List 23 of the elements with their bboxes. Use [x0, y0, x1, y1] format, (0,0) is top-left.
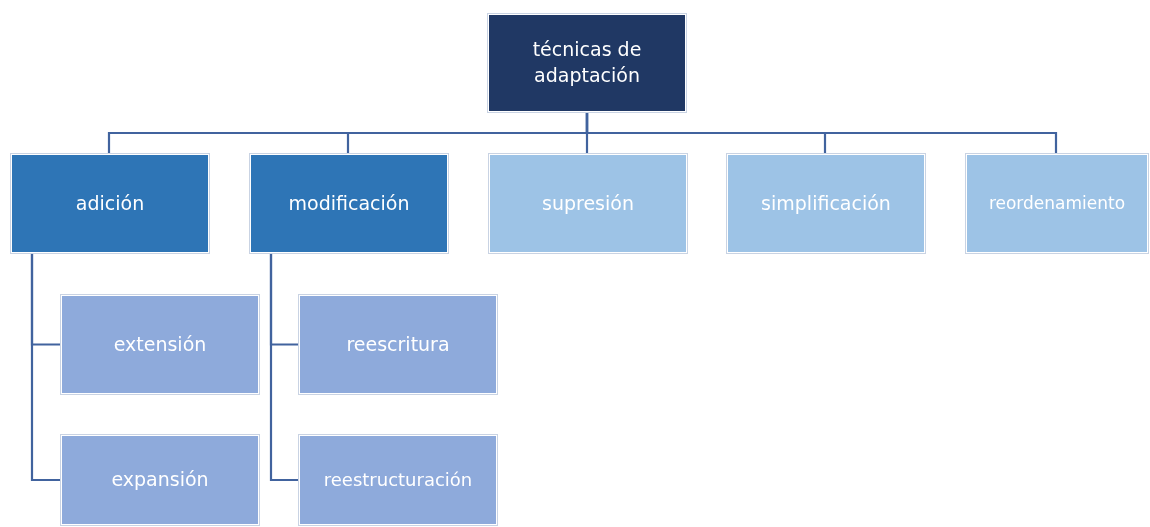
box-label: adición [75, 190, 145, 216]
chart-box [489, 154, 687, 253]
chart-box [299, 295, 497, 394]
box-label: simplificación [761, 190, 891, 216]
chart-box [250, 154, 448, 253]
box-label: técnicas de adaptación [531, 37, 643, 88]
chart-box [727, 154, 925, 253]
box-label: supresión [542, 190, 634, 216]
chart-box [61, 435, 259, 525]
box-label: reescritura [346, 331, 450, 357]
chart-box [488, 14, 686, 112]
connector-line [30, 253, 61, 482]
box-label: reestructuración [323, 467, 473, 492]
chart-box [966, 154, 1148, 253]
connector-line [585, 112, 1058, 154]
chart-box [11, 154, 209, 253]
box-label: reordenamiento [988, 192, 1126, 215]
box-label: extensión [113, 331, 207, 357]
chart-box [299, 435, 497, 525]
chart-box [61, 295, 259, 394]
box-label: modificación [288, 190, 410, 216]
connector-line [269, 253, 299, 482]
box-label: expansión [111, 467, 209, 493]
